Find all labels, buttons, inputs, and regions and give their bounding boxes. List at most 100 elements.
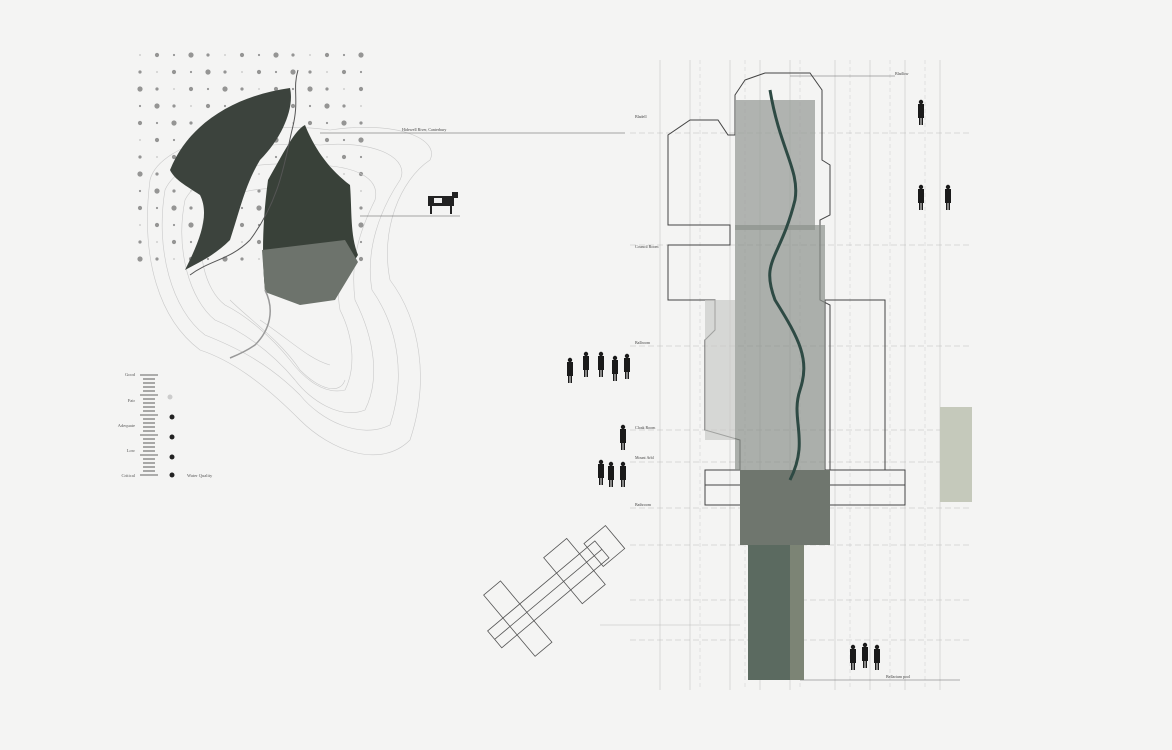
grid-dot [291,87,295,91]
person-leg [601,478,603,485]
grid-dot [139,224,141,226]
grid-dot [343,173,345,175]
grid-dot [240,87,244,91]
grid-dot [308,104,312,108]
grid-dot [307,86,313,92]
cow-figure [428,192,458,214]
grid-dot [325,121,329,125]
person-leg [853,663,855,670]
grid-dot [359,70,363,74]
grid-dot [223,70,227,74]
person-leg [613,374,615,381]
grid-dot [189,70,193,74]
grid-dot [341,69,347,75]
grid-dot [154,52,160,58]
grid-dot [138,240,142,244]
grid-dot [155,172,159,176]
grid-dot [154,137,160,143]
grid-dot [341,154,347,160]
grid-dot [155,257,159,261]
person-leg [875,663,877,670]
person-leg [623,443,625,450]
person-body [862,647,868,661]
person-body [918,189,924,203]
grid-dot [239,52,245,58]
person-head [945,184,951,190]
grid-dot [171,205,177,211]
aerial-landmass [170,69,358,359]
person-leg [919,203,921,210]
legend-level: Low [126,448,135,453]
grid-dot [137,171,143,177]
grid-dot [308,70,312,74]
plan-label: Cloak Room [635,425,656,430]
grid-dot [342,138,346,142]
plan-label: Bellarium pool [886,674,911,679]
grid-dot [138,104,142,108]
grid-dot [325,87,329,91]
grid-dot [189,121,193,125]
person-leg [615,374,617,381]
person-head [567,357,573,363]
person-body [567,362,573,376]
grid-dot [358,256,364,262]
plan-label: Bathroom [635,502,651,507]
grid-dot [205,69,211,75]
grid-dot [257,53,261,57]
grid-dot [188,86,194,92]
person-body [620,466,626,480]
grid-dot [358,137,364,143]
person-head [862,642,868,648]
grid-dot [324,103,330,109]
grid-dot [307,120,313,126]
person-leg [611,480,613,487]
person-head [624,353,630,359]
grid-dot [273,86,279,92]
person-body [624,358,630,372]
grid-dot [256,205,262,211]
grid-dot [342,53,346,57]
person-leg [601,370,603,377]
person-body [583,356,589,370]
plan-label: Ballroom [635,340,651,345]
grid-dot [139,139,141,141]
grid-dot [273,52,279,58]
person-body [918,104,924,118]
plan-label: Mount Arbl [635,455,654,460]
person-leg [623,480,625,487]
grid-dot [326,71,328,73]
grid-dot [241,241,243,243]
grid-dot [137,120,143,126]
grid-dot [256,69,262,75]
grid-dot [222,86,228,92]
grid-dot [156,241,158,243]
grid-dot [206,87,210,91]
plan-label: Council Room [635,244,659,249]
person-leg [851,663,853,670]
grid-dot [359,155,363,159]
grid-dot [139,54,141,56]
grid-dot [137,205,143,211]
person-leg [865,661,867,668]
person-body [598,464,604,478]
grid-dot [138,189,142,193]
person-leg [877,663,879,670]
grid-dot [358,222,364,228]
grid-dot [224,54,226,56]
grid-dot [188,222,194,228]
grid-dot [156,156,158,158]
grid-dot [172,189,176,193]
grid-dot [154,103,160,109]
leader-lines [320,132,625,217]
grid-dot [173,258,175,260]
quality-dot [169,454,175,460]
grid-dot [324,137,330,143]
grid-dot [358,52,364,58]
person-head [598,459,604,465]
grid-dot [189,240,193,244]
person-leg [599,370,601,377]
grid-dot [256,239,262,245]
person-head [918,184,924,190]
person-head [850,644,856,650]
